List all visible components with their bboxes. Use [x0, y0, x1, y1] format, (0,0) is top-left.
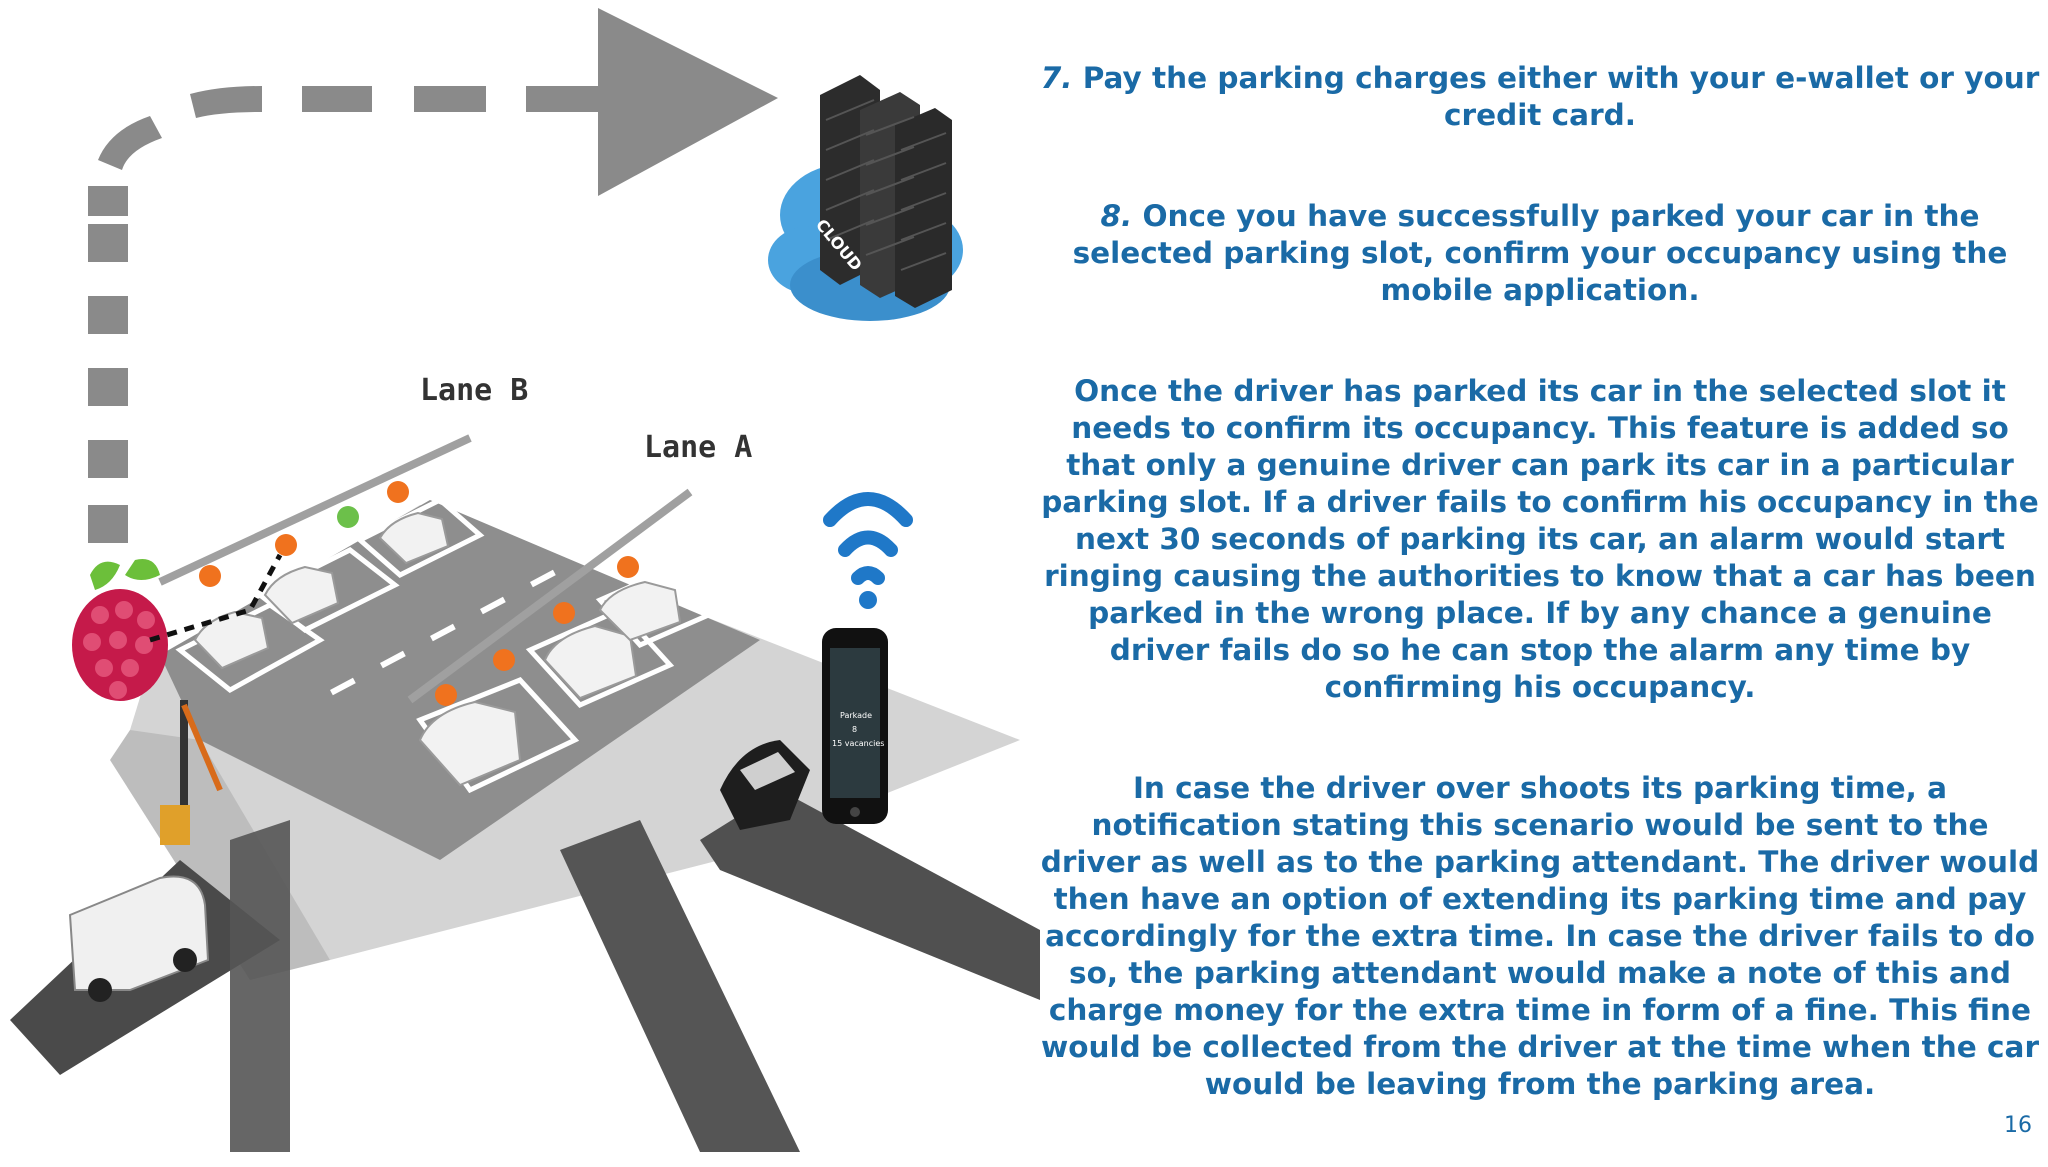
step-8-paragraph: 8. Once you have successfully parked you…	[1040, 198, 2040, 309]
wifi-dot	[859, 591, 877, 609]
step-7-number: 7.	[1040, 61, 1073, 95]
cloud-server-icon: CLOUD	[768, 75, 963, 321]
van	[68, 875, 210, 1002]
parked-cars	[193, 511, 682, 787]
phone-line-1: Parkade	[840, 711, 872, 720]
text-panel: 7. Pay the parking charges either with y…	[1040, 60, 2040, 1167]
occupancy-confirmation-paragraph: Once the driver has parked its car in th…	[1041, 374, 2039, 704]
lane-b-label: Lane B	[420, 373, 528, 408]
arriving-car	[720, 740, 810, 830]
phone-line-3: 15 vacancies	[832, 739, 884, 748]
entrance-barrier	[160, 700, 223, 845]
occupancy-lights	[199, 481, 639, 706]
lane-sensor-bars	[158, 434, 693, 706]
overtime-notification-paragraph: In case the driver over shoots its parki…	[1040, 771, 2040, 1101]
data-flow-arrow	[88, 8, 778, 543]
step-8-number: 8.	[1100, 199, 1133, 233]
lane-a-label: Lane A	[644, 430, 752, 465]
step-7-paragraph: 7. Pay the parking charges either with y…	[1040, 60, 2040, 134]
phone-line-2: 8	[852, 725, 857, 734]
step-8-text: Once you have successfully parked your c…	[1072, 199, 2008, 307]
smart-parking-illustration: CLOUD	[10, 8, 1040, 1152]
step-7-text: Pay the parking charges either with your…	[1072, 61, 2040, 132]
page-number: 16	[2004, 1113, 2032, 1138]
wifi-icon	[823, 492, 913, 585]
pi-connection-line	[149, 553, 283, 643]
raspberry-pi-icon	[72, 559, 168, 701]
smartphone-icon: Parkade 8 15 vacancies	[822, 628, 888, 824]
